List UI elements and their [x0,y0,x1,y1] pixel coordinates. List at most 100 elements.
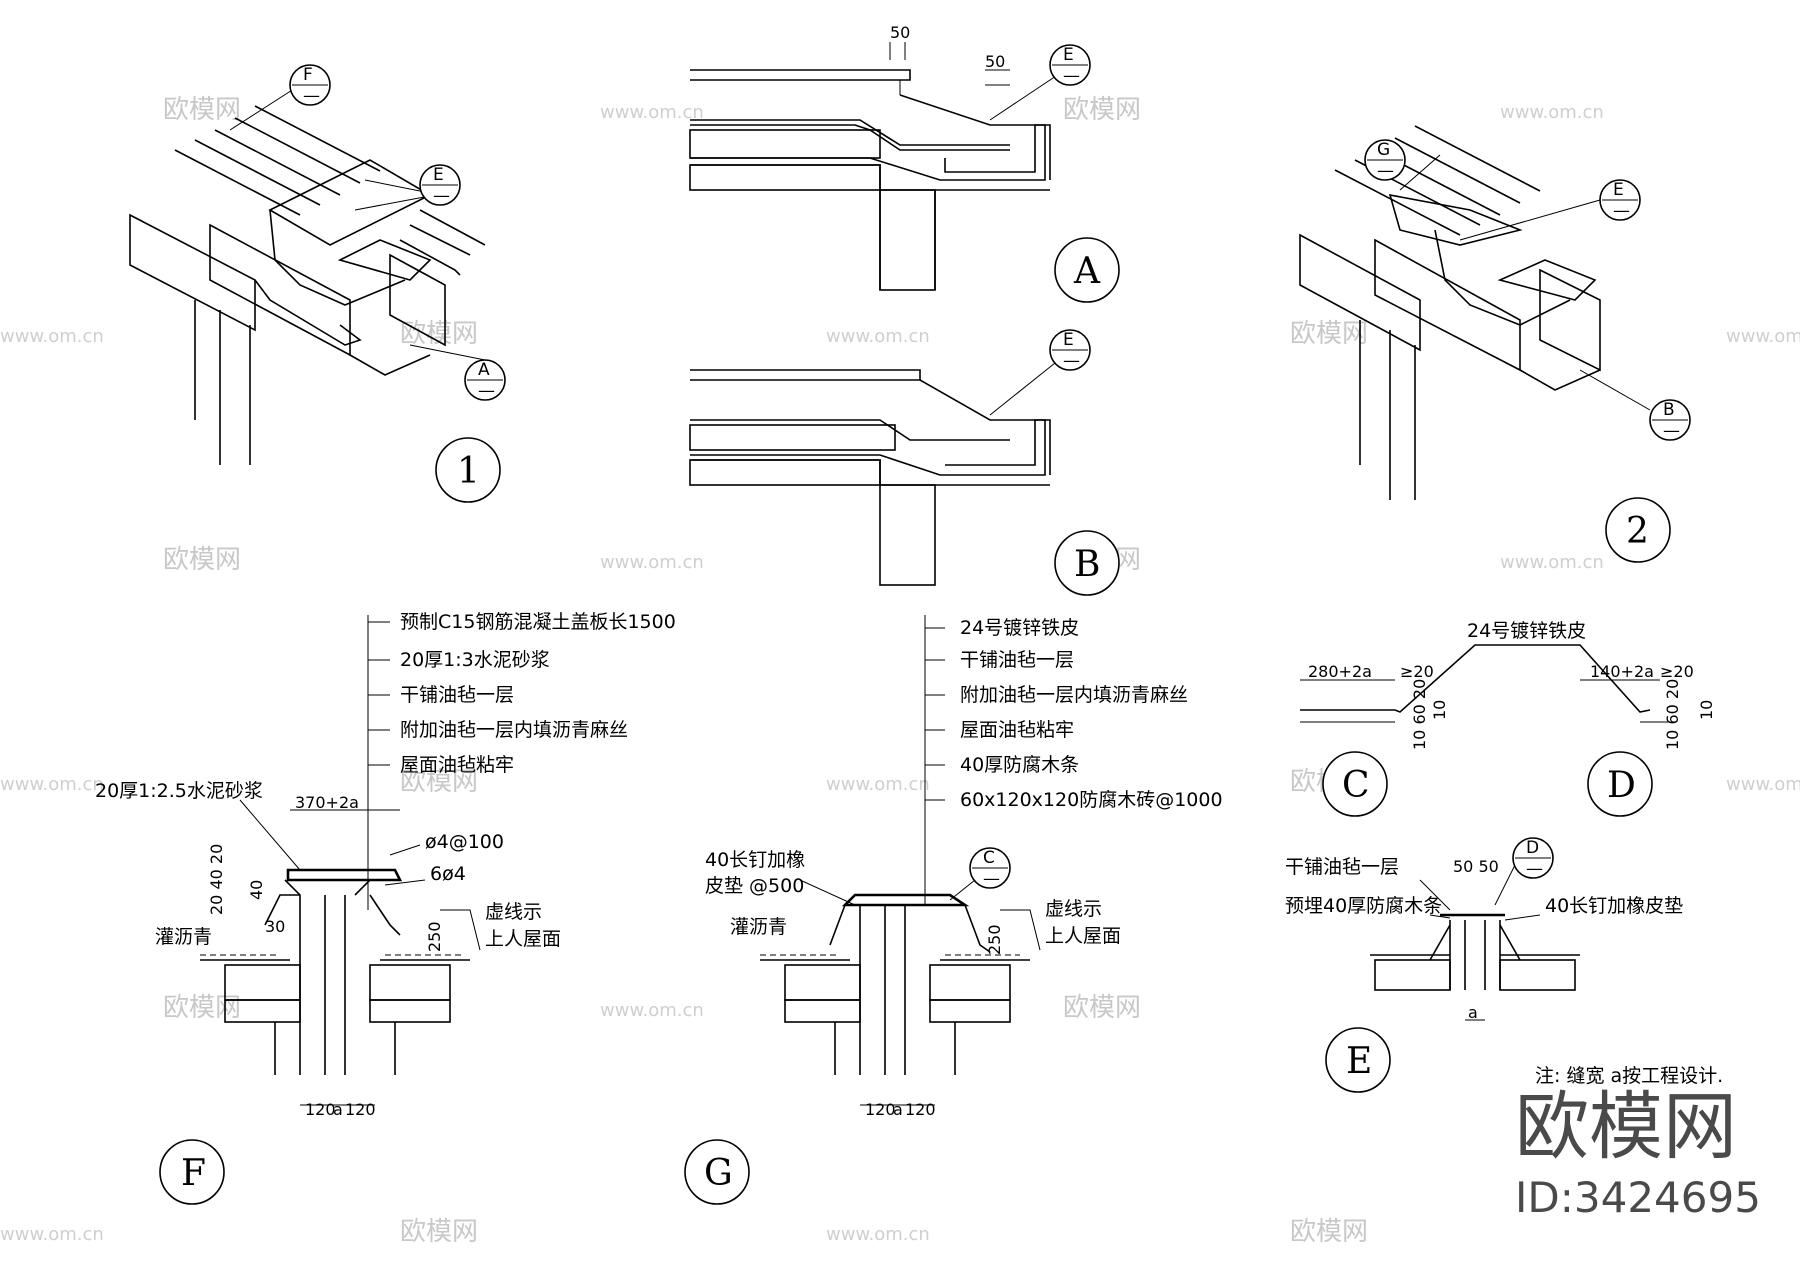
label-G-6: 60x120x120防腐木砖@1000 [960,789,1223,811]
dim-F-30: 30 [265,917,285,936]
label-F-dashed2: 上人屋面 [485,928,561,950]
watermark-url: www.om.cn [0,774,104,795]
watermark-brand: 欧模网 [163,545,241,575]
tag-D-dash: — [1526,859,1543,879]
watermark-url: www.om.cn [1500,102,1604,123]
tag-B-dash: — [1663,421,1680,441]
dim-50-side: 50 [985,52,1005,71]
label-F-4: 附加油毡一层内填沥青麻丝 [400,719,628,741]
label-G-3: 附加油毡一层内填沥青麻丝 [960,684,1188,706]
dim-F-40: 40 [247,880,266,900]
watermark-url: www.om.cn [1726,774,1800,795]
label-G-1: 24号镀锌铁皮 [960,617,1079,639]
tag-A-dash: — [478,381,495,401]
label-F-5: 屋面油毡粘牢 [400,754,514,776]
label-E-felt: 干铺油毡一层 [1285,856,1399,878]
watermark-brand: 欧模网 [400,767,478,797]
tag-G: G [1377,140,1390,160]
dim-280: 280+2a [1308,662,1372,681]
detail-label-A: A [1073,251,1101,292]
label-F-3: 干铺油毡一层 [400,684,514,706]
dim-G-250: 250 [985,924,1004,955]
watermark-brand: 欧模网 [1290,319,1368,349]
watermark-brand: 欧模网 [400,1217,478,1247]
watermark-url: www.om.cn [826,1224,930,1245]
detail-label-C: C [1342,765,1370,806]
label-F-dashed1: 虚线示 [485,901,542,923]
tag-E-dash: — [1613,201,1630,221]
dim-F-120a: 120 [305,1100,336,1119]
tag-E-dash: — [433,186,450,206]
watermark-url: www.om.cn [600,1000,704,1021]
label-F-1: 预制C15钢筋混凝土盖板长1500 [400,611,676,633]
dim-C-10-60-20: 10 60 20 [1410,679,1429,750]
label-F-2: 20厚1:3水泥砂浆 [400,649,550,671]
detail-label-2: 2 [1626,511,1649,552]
watermark-brand: 欧模网 [1063,95,1141,125]
tag-E-dash: — [1063,351,1080,371]
detail-E-section: 干铺油毡一层 预埋40厚防腐木条 40长钉加橡皮垫 50 50 D — a E [1285,837,1683,1093]
detail-label-E: E [1346,1041,1372,1082]
watermark-url: www.om.cn [1726,326,1800,347]
watermark-brand: 欧模网 [400,319,478,349]
tag-C: C [983,848,995,868]
dim-140: 140+2a [1590,662,1654,681]
detail-label-G: G [704,1153,733,1194]
detail-A-section: 50 50 E — A [689,23,1120,303]
tag-E: E [1613,180,1624,200]
label-F-phi4-100: ø4@100 [425,831,504,853]
label-G-asphalt: 灌沥青 [730,916,787,938]
tag-F-dash: — [303,86,320,106]
dim-E-50-50: 50 50 [1453,857,1499,876]
tag-C-dash: — [983,869,1000,889]
watermark-url: www.om.cn [826,326,930,347]
dim-C-ge20: ≥20 [1400,662,1434,681]
dim-G-a: a [893,1100,903,1119]
dim-F-20-40-20: 20 40 20 [207,844,226,915]
label-E-nail: 40长钉加橡皮垫 [1545,895,1683,917]
detail-label-F: F [181,1153,206,1194]
watermark-brand: 欧模网 [1063,993,1141,1023]
watermark-brand: 欧模网 [163,993,241,1023]
watermark-url: www.om.cn [1500,552,1604,573]
detail-1-isometric: F — E — A — 1 [129,64,506,503]
dim-F-250: 250 [425,921,444,952]
dim-G-120a: 120 [865,1100,896,1119]
detail-CD-sheet: 24号镀锌铁皮 280+2a ≥20 140+2a ≥20 10 60 20 1… [1300,620,1716,817]
label-E-wood: 预埋40厚防腐木条 [1285,895,1442,917]
dim-D-10-60-20: 10 60 20 [1663,679,1682,750]
watermark-layer: 欧模网 www.om.cn 欧模网 www.om.cn www.om.cn 欧模… [0,95,1800,1247]
dim-F-a: a [333,1100,343,1119]
watermark-url: www.om.cn [826,774,930,795]
detail-G-section: 24号镀锌铁皮 干铺油毡一层 附加油毡一层内填沥青麻丝 屋面油毡粘牢 40厚防腐… [684,615,1223,1205]
detail-F-section: 预制C15钢筋混凝土盖板长1500 20厚1:3水泥砂浆 干铺油毡一层 附加油毡… [95,611,676,1205]
watermark-url: www.om.cn [600,102,704,123]
label-G-4: 屋面油毡粘牢 [960,719,1074,741]
dim-50-top: 50 [890,23,910,42]
tag-D: D [1526,838,1539,858]
label-F-mortar: 20厚1:2.5水泥砂浆 [95,780,263,802]
label-F-6phi4: 6ø4 [430,863,466,885]
label-G-dashed1: 虚线示 [1045,898,1102,920]
dim-G-120b: 120 [905,1100,936,1119]
id-watermark: ID:3424695 [1515,1173,1761,1222]
tag-E: E [1063,45,1074,65]
tag-E: E [1063,330,1074,350]
tag-A: A [478,360,490,380]
dim-F-120b: 120 [345,1100,376,1119]
dim-D-ge20: ≥20 [1660,662,1694,681]
label-G-5: 40厚防腐木条 [960,754,1079,776]
watermark-url: www.om.cn [0,1224,104,1245]
label-G-nail1: 40长钉加橡 [705,849,805,871]
watermark-brand: 欧模网 [163,95,241,125]
dim-E-a: a [1468,1003,1478,1022]
tag-B: B [1663,400,1675,420]
detail-label-D: D [1607,765,1636,806]
label-CD-sheet: 24号镀锌铁皮 [1467,620,1586,642]
detail-label-B: B [1074,544,1100,585]
tag-E: E [433,165,444,185]
label-G-2: 干铺油毡一层 [960,649,1074,671]
label-G-nail2: 皮垫 @500 [705,875,804,897]
dim-D-10: 10 [1697,700,1716,720]
